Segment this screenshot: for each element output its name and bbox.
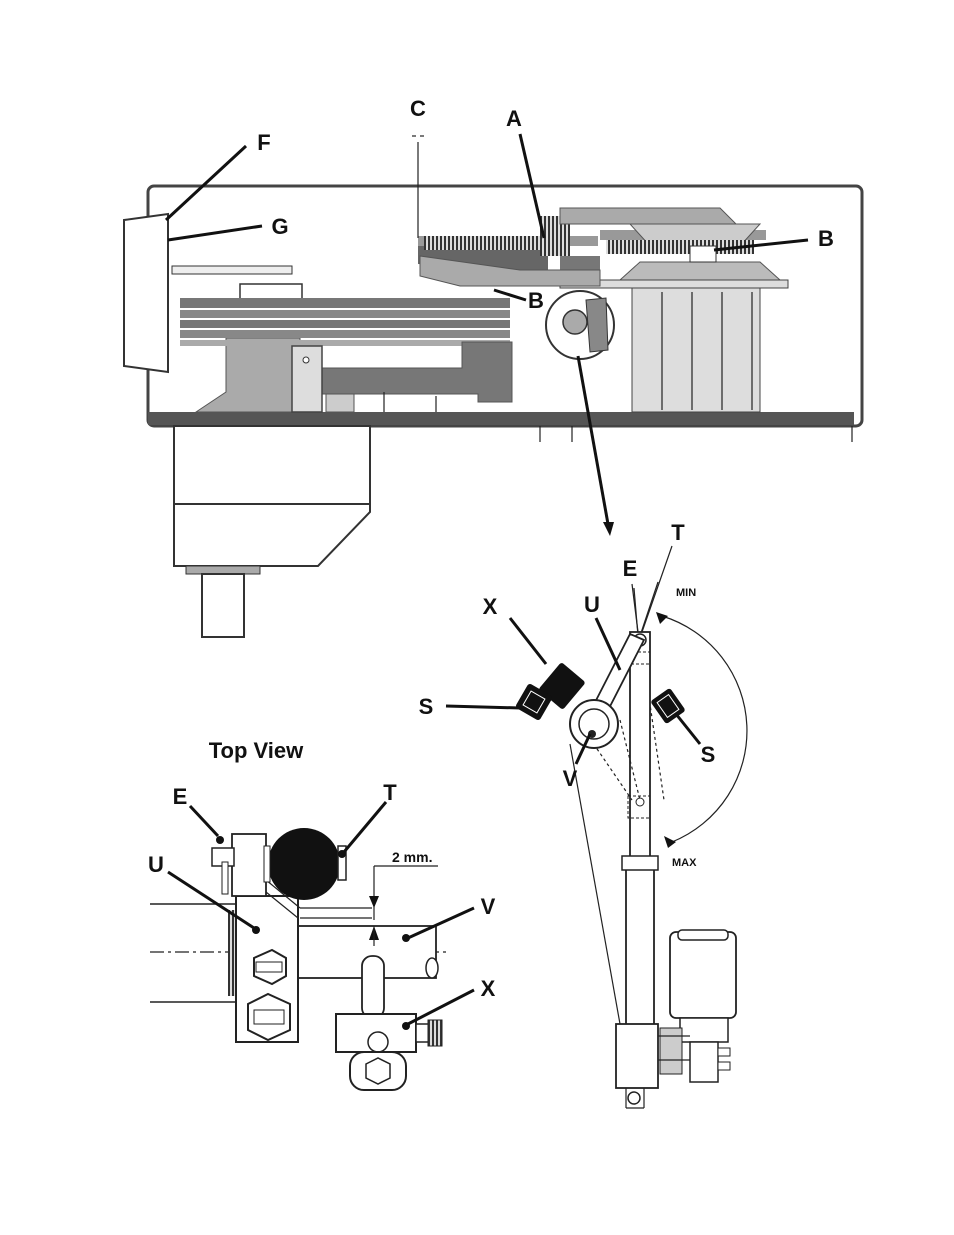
label-t-top: T <box>383 780 397 805</box>
label-e: E <box>623 556 638 581</box>
label-x: X <box>483 594 498 619</box>
clamp-post <box>362 956 384 1018</box>
base-plate <box>148 412 854 425</box>
swing-arc <box>662 616 747 842</box>
vertical-arm <box>630 632 650 860</box>
arm-detail-view: MIN MAX <box>419 520 747 1108</box>
top-view: Top View 2 <box>148 738 496 1090</box>
upper-pulley-ribs <box>424 236 544 250</box>
max-label: MAX <box>672 857 697 869</box>
label-f: F <box>257 130 270 155</box>
label-t: T <box>671 520 685 545</box>
label-v-top: V <box>481 894 496 919</box>
clamp-knob <box>428 1020 442 1046</box>
label-u: U <box>584 592 600 617</box>
actuator-base <box>616 1024 658 1088</box>
drive-motor <box>670 932 736 1018</box>
arrow-icon <box>603 522 614 536</box>
bracket <box>292 346 322 412</box>
label-g: G <box>271 214 288 239</box>
label-b-upper: B <box>818 226 834 251</box>
side-view <box>124 186 862 637</box>
left-hub-cap <box>240 284 302 300</box>
bracket-e <box>232 834 266 896</box>
label-x-top: X <box>481 976 496 1001</box>
side-cover <box>124 214 168 372</box>
label-s-right: S <box>701 742 716 767</box>
label-b-lower: B <box>528 288 544 313</box>
label-v: V <box>563 766 578 791</box>
min-label: MIN <box>676 587 696 599</box>
label-c: C <box>410 96 426 121</box>
actuator-tube <box>626 858 654 1026</box>
motor-shaft-collar <box>186 566 260 574</box>
label-u-top: U <box>148 852 164 877</box>
min-arrow-icon <box>656 612 668 624</box>
upper-plate <box>560 208 736 224</box>
cam-t <box>268 828 340 900</box>
gap-dimension: 2 mm. <box>392 849 432 865</box>
right-column <box>632 288 760 412</box>
label-s-left: S <box>419 694 434 719</box>
hex-socket-icon <box>366 1058 390 1084</box>
bracket-bolt-icon <box>303 357 309 363</box>
motor-lower <box>174 504 370 566</box>
max-arrow-icon <box>664 836 676 848</box>
gap-arrow-down-icon <box>369 896 379 908</box>
top-view-title: Top View <box>209 738 304 763</box>
right-pulley-cone-bottom <box>620 262 780 280</box>
motor-body <box>174 426 370 504</box>
label-e-top: E <box>173 784 188 809</box>
label-a: A <box>506 106 522 131</box>
right-pulley-hub <box>690 246 716 262</box>
motor-shaft <box>202 574 244 637</box>
left-hub-top <box>172 266 292 274</box>
